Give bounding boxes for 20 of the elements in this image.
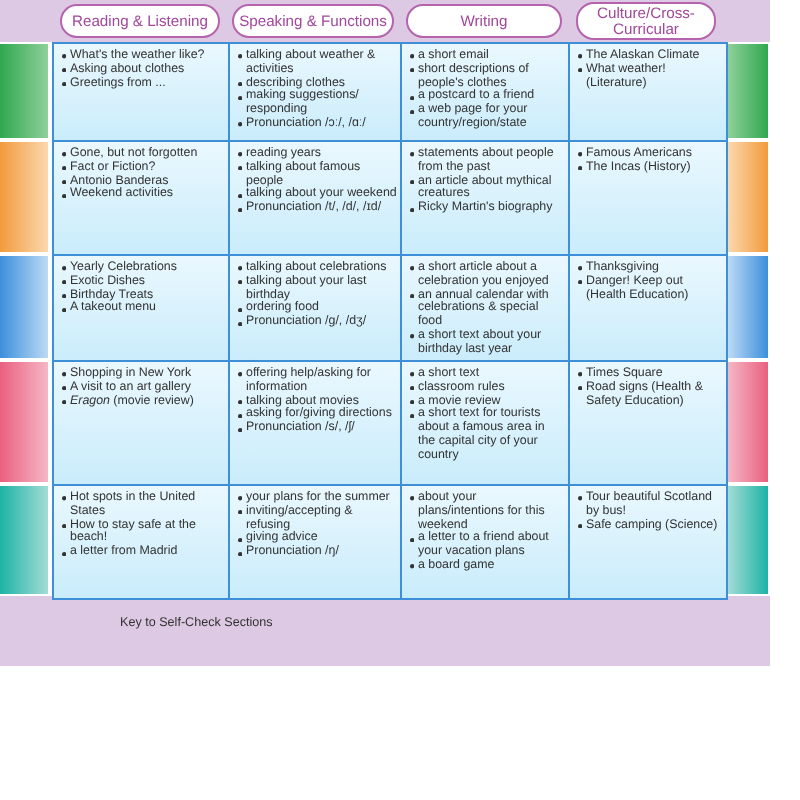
table-cell bbox=[400, 360, 571, 487]
table-cell bbox=[228, 42, 403, 143]
table-cell bbox=[228, 484, 403, 599]
table-cell bbox=[52, 484, 231, 599]
table-cell bbox=[228, 254, 403, 363]
table-cell bbox=[568, 254, 727, 363]
table-cell bbox=[52, 360, 231, 487]
table-cell bbox=[568, 140, 727, 257]
table-cell bbox=[400, 42, 571, 143]
table-cell bbox=[400, 254, 571, 363]
table-cell bbox=[228, 140, 403, 257]
table-cell bbox=[568, 360, 727, 487]
table-cell bbox=[400, 484, 571, 599]
table-cell bbox=[228, 360, 403, 487]
table-cell bbox=[52, 42, 231, 143]
table-cell bbox=[52, 254, 231, 363]
table-cell bbox=[52, 140, 231, 257]
table-cell bbox=[400, 140, 571, 257]
table-cell bbox=[568, 42, 727, 143]
table-cell bbox=[568, 484, 727, 599]
